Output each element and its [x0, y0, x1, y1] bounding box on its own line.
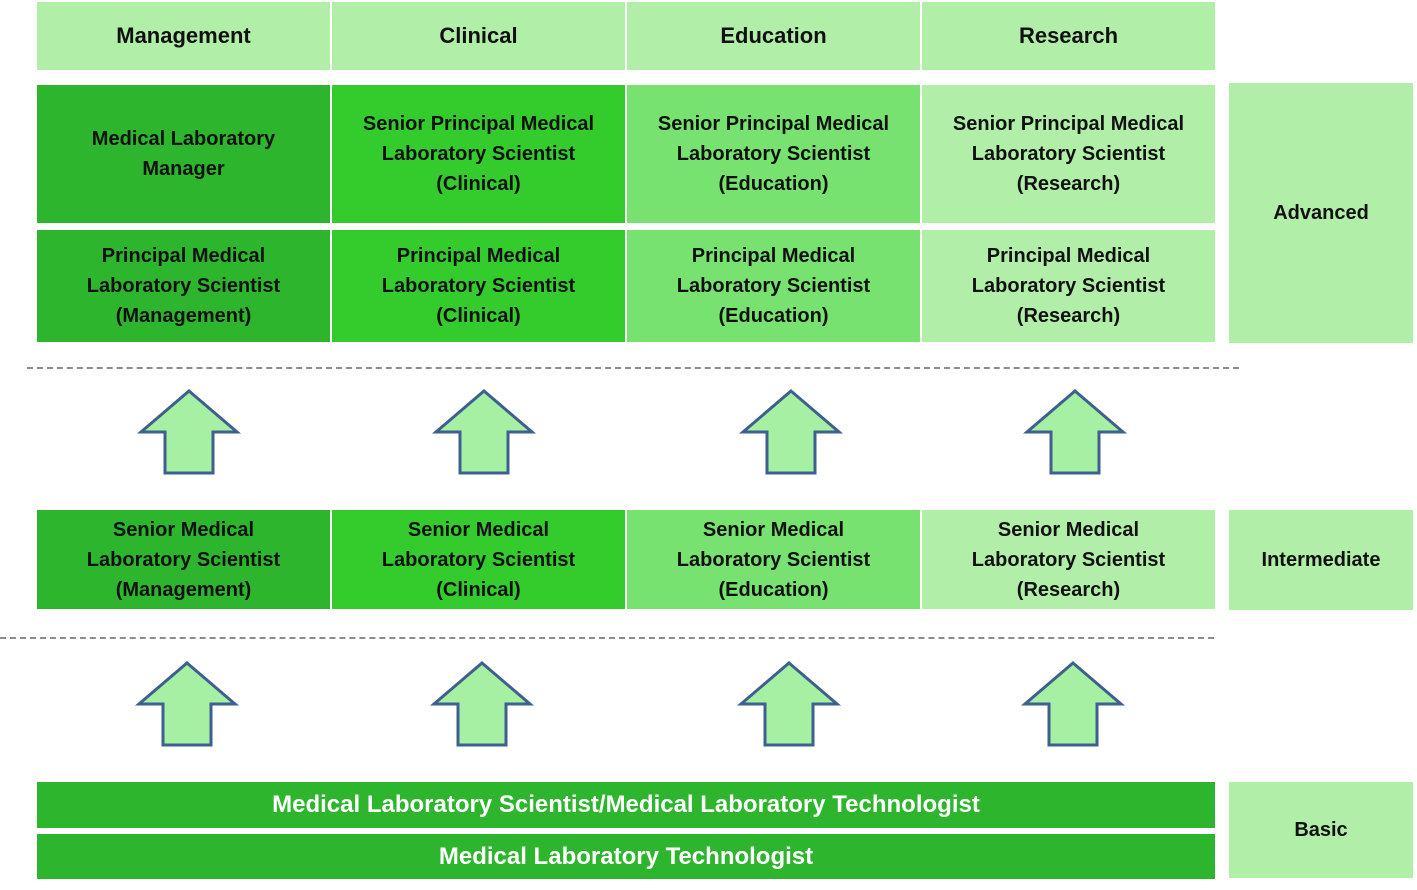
separator-advanced-intermediate — [27, 367, 1239, 369]
up-arrow-icon — [431, 389, 537, 475]
cell-education-principal: Principal Medical Laboratory Scientist (… — [627, 230, 920, 342]
header-education: Education — [627, 2, 920, 70]
level-basic: Basic — [1229, 782, 1413, 878]
header-management: Management — [37, 2, 330, 70]
separator-intermediate-basic — [0, 637, 1214, 639]
cell-management-manager: Medical Laboratory Manager — [37, 85, 330, 223]
up-arrow-icon — [1022, 389, 1128, 475]
basic-row-technologist: Medical Laboratory Technologist — [37, 834, 1215, 879]
cell-management-senior: Senior Medical Laboratory Scientist (Man… — [37, 510, 330, 609]
up-arrow-icon — [134, 661, 240, 747]
cell-education-senior: Senior Medical Laboratory Scientist (Edu… — [627, 510, 920, 609]
up-arrow-icon — [136, 389, 242, 475]
up-arrow-icon — [1020, 661, 1126, 747]
cell-research-senior-principal: Senior Principal Medical Laboratory Scie… — [922, 85, 1215, 223]
cell-clinical-principal: Principal Medical Laboratory Scientist (… — [332, 230, 625, 342]
up-arrow-icon — [738, 389, 844, 475]
cell-clinical-senior-principal: Senior Principal Medical Laboratory Scie… — [332, 85, 625, 223]
cell-management-principal: Principal Medical Laboratory Scientist (… — [37, 230, 330, 342]
cell-research-senior: Senior Medical Laboratory Scientist (Res… — [922, 510, 1215, 609]
cell-clinical-senior: Senior Medical Laboratory Scientist (Cli… — [332, 510, 625, 609]
level-intermediate: Intermediate — [1229, 510, 1413, 610]
header-clinical: Clinical — [332, 2, 625, 70]
basic-row-scientist-technologist: Medical Laboratory Scientist/Medical Lab… — [37, 782, 1215, 828]
level-advanced: Advanced — [1229, 83, 1413, 343]
up-arrow-icon — [429, 661, 535, 747]
up-arrow-icon — [736, 661, 842, 747]
cell-education-senior-principal: Senior Principal Medical Laboratory Scie… — [627, 85, 920, 223]
header-research: Research — [922, 2, 1215, 70]
cell-research-principal: Principal Medical Laboratory Scientist (… — [922, 230, 1215, 342]
